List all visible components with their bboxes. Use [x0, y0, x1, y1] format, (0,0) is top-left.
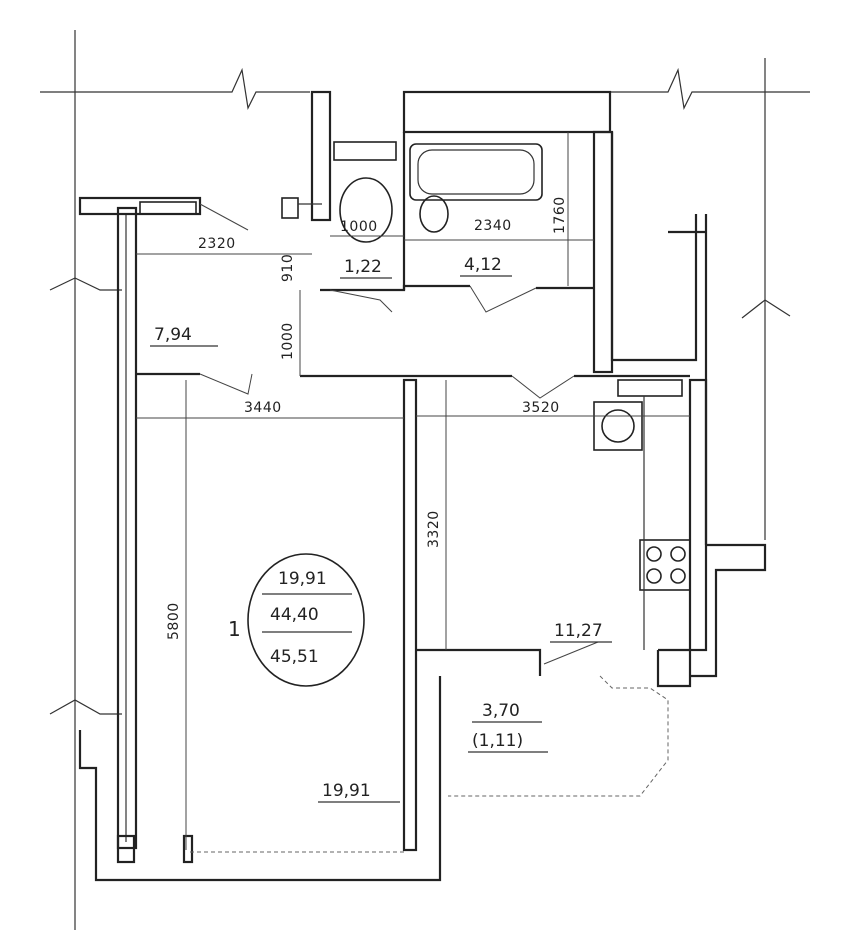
total-with-loggia: 45,51 — [270, 647, 319, 667]
dim-2320: 2320 — [198, 236, 236, 252]
room-labels: 1,22 4,12 7,94 19,91 11,27 3,70 (1,11) — [150, 255, 612, 803]
stove-icon — [639, 539, 691, 591]
toilet-icon — [333, 141, 397, 161]
loggia-reduced-area: (1,11) — [472, 731, 523, 751]
bathtub-icon — [409, 143, 543, 201]
walls — [78, 90, 767, 882]
bath-area: 4,12 — [464, 255, 502, 275]
kitchen-sink-icon — [617, 379, 683, 397]
washing-machine-icon — [593, 401, 643, 451]
hall-area: 7,94 — [154, 325, 192, 345]
dim-3320: 3320 — [426, 510, 442, 548]
living-room-area: 19,91 — [322, 781, 371, 801]
room-count: 1 — [228, 617, 241, 641]
dim-1000-top: 1000 — [340, 219, 378, 235]
dim-1000-left: 1000 — [280, 322, 296, 360]
doors — [199, 203, 575, 399]
toilet-area: 1,22 — [344, 257, 382, 277]
dim-910: 910 — [280, 254, 296, 282]
loggia-area: 3,70 — [482, 701, 520, 721]
dim-5800: 5800 — [166, 602, 182, 640]
dimension-labels: 1000 910 2320 2340 1760 1000 3440 3520 3… — [166, 196, 568, 640]
axis-lines — [40, 30, 810, 930]
washbasin-icon — [419, 195, 449, 233]
dim-1760: 1760 — [552, 196, 568, 234]
dim-3520: 3520 — [522, 400, 560, 416]
dim-2340: 2340 — [474, 218, 512, 234]
dim-3440: 3440 — [244, 400, 282, 416]
dimension-lines — [136, 132, 690, 850]
fixtures — [139, 141, 691, 650]
summary-circle — [247, 553, 365, 687]
total-area: 44,40 — [270, 605, 319, 625]
kitchen-area: 11,27 — [554, 621, 603, 641]
living-area-summary: 19,91 — [278, 569, 327, 589]
apartment-summary: 1 19,91 44,40 45,51 — [228, 553, 365, 687]
